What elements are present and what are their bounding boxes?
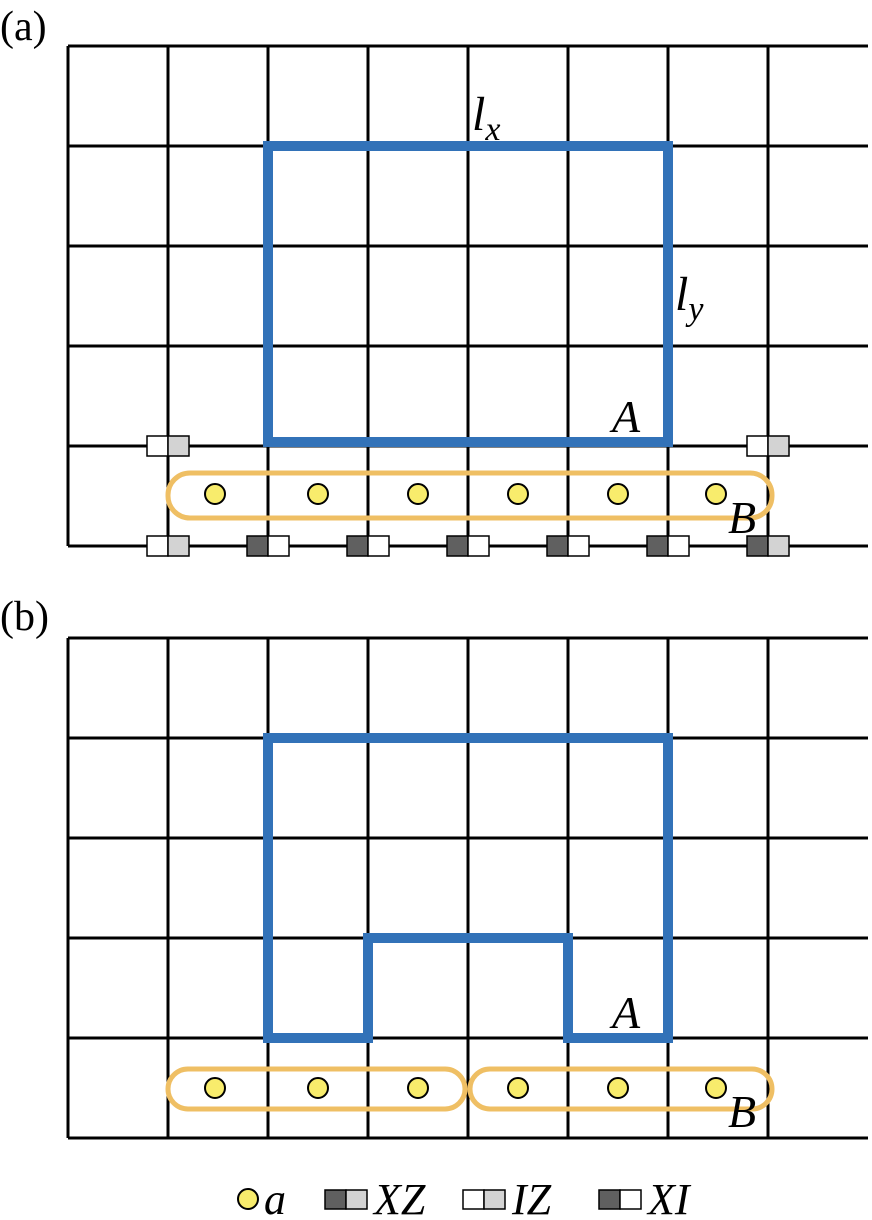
- loop-label-A-a: A: [609, 391, 641, 442]
- qubit-a: [204, 1077, 226, 1099]
- legend-iz-icon: [462, 1189, 506, 1210]
- chain-a: [165, 470, 775, 521]
- operator-pairs-a: [146, 435, 790, 557]
- chain-B-right: [467, 1066, 775, 1112]
- qubit-a: [407, 483, 429, 505]
- grid-b: [66, 636, 868, 1140]
- panel-a: (a) lx ly A B: [0, 4, 868, 557]
- chain-label-B-a: B: [728, 492, 756, 543]
- operator-pair-xi: [546, 535, 590, 557]
- loop-a: [263, 141, 673, 447]
- legend-xi-icon: [598, 1189, 642, 1210]
- legend-qubit-label: a: [264, 1175, 286, 1220]
- operator-pair-xi: [446, 535, 490, 557]
- qubit-a: [705, 1077, 727, 1099]
- qubit-a: [307, 483, 329, 505]
- legend-qubit-icon: [237, 1188, 259, 1210]
- panel-b: (b) A B: [0, 594, 868, 1140]
- chain-label-B-b: B: [728, 1086, 756, 1137]
- legend-xi-label: XI: [646, 1175, 692, 1220]
- legend-iz-label: IZ: [511, 1175, 552, 1220]
- edge-label-ly: ly: [675, 268, 704, 328]
- operator-pair-xi: [346, 535, 390, 557]
- chain-b: [165, 1066, 775, 1112]
- panel-b-label: (b): [0, 594, 49, 640]
- loop-b: [263, 733, 673, 1043]
- qubit-a: [607, 1077, 629, 1099]
- operator-pair-xz: [746, 535, 790, 557]
- qubit-a: [705, 483, 727, 505]
- panel-a-label: (a): [0, 4, 47, 50]
- qubit-a: [204, 483, 226, 505]
- qubit-a: [307, 1077, 329, 1099]
- legend-xz-label: XZ: [372, 1175, 426, 1220]
- qubit-a: [507, 483, 529, 505]
- qubit-a: [507, 1077, 529, 1099]
- operator-pair-iz: [746, 435, 790, 457]
- legend: a XZ IZ XI: [237, 1175, 692, 1220]
- legend-xz-icon: [324, 1189, 368, 1210]
- chain-B: [165, 470, 775, 521]
- loop-A: [263, 141, 673, 447]
- qubit-a: [607, 483, 629, 505]
- operator-pair-xi: [646, 535, 690, 557]
- operator-pair-iz: [146, 435, 190, 457]
- edge-label-lx: lx: [472, 88, 500, 148]
- loop-label-A-b: A: [609, 987, 641, 1038]
- operator-pair-xi: [246, 535, 290, 557]
- operator-pair-iz: [146, 535, 190, 557]
- chain-B-left: [165, 1066, 468, 1112]
- loop-A: [263, 733, 673, 1043]
- qubit-a: [407, 1077, 429, 1099]
